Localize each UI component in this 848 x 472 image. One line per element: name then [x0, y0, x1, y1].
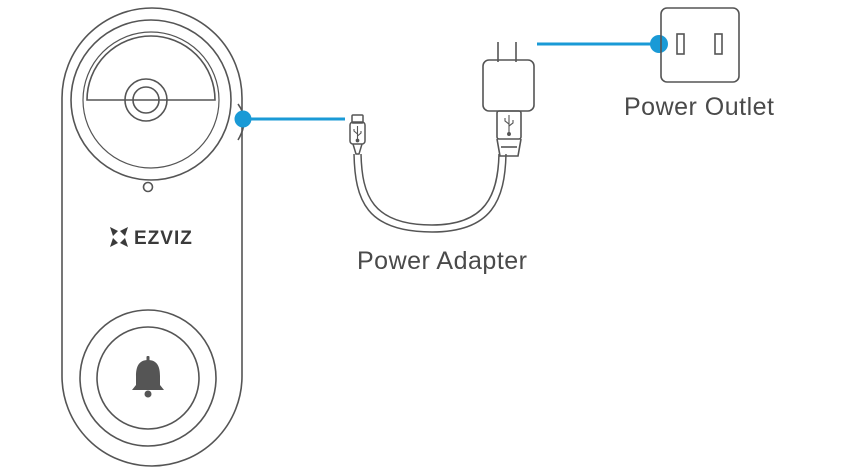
camera-lens-icon [82, 31, 220, 169]
callout-outlet [537, 35, 668, 53]
doorbell-button-outer [79, 309, 217, 447]
power-outlet-icon [660, 7, 740, 83]
doorbell-body [61, 7, 243, 467]
usb-symbol-icon [504, 115, 514, 136]
usb-cable [353, 153, 507, 233]
doorbell-button-inner [96, 326, 200, 430]
doorbell-device-icon [61, 7, 245, 467]
callout-dot-icon [650, 35, 668, 53]
callout-dot-icon [234, 110, 252, 128]
camera-inner-ring [82, 31, 220, 169]
brand-logo: EZVIZ [110, 227, 193, 249]
usb-symbol-icon [353, 126, 362, 143]
camera-window [70, 19, 232, 181]
power-outlet-label: Power Outlet [624, 93, 775, 121]
power-adapter-label: Power Adapter [357, 247, 528, 275]
micro-usb-plug-icon [349, 114, 366, 155]
light-sensor [142, 181, 154, 193]
power-adapter-icon [482, 42, 535, 157]
usb-cable-inner [360, 153, 500, 226]
camera-lens-outer [124, 78, 168, 122]
bell-icon [132, 356, 164, 398]
camera-lens-inner [132, 86, 160, 114]
callout-doorbell [234, 110, 345, 128]
camera-hood [86, 35, 216, 101]
brand-logo-mark [110, 227, 128, 247]
brand-name: EZVIZ [134, 228, 193, 249]
